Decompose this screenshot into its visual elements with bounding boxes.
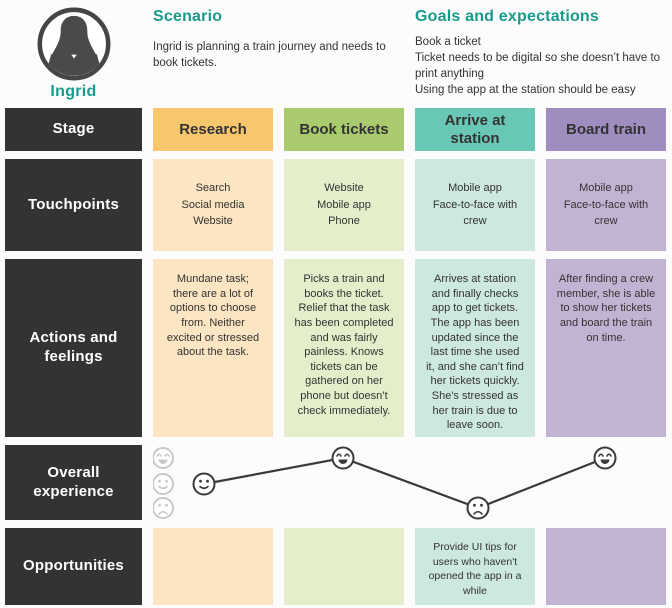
touchpoints-arrive-at-station: Mobile app Face-to-face with crew	[415, 159, 535, 251]
experience-line	[203, 456, 606, 510]
persona-header: Ingrid Scenario Ingrid is planning a tra…	[0, 0, 672, 103]
experience-chart	[153, 445, 666, 520]
persona-name: Ingrid	[50, 83, 97, 100]
goal-item: Ticket needs to be digital so she doesn’…	[415, 52, 661, 81]
experience-line-chart	[153, 446, 617, 520]
row-label-actions: Actions and feelings	[5, 259, 142, 437]
stage-header-research: Research	[153, 108, 273, 151]
happy-face-icon	[593, 446, 617, 470]
persona: Ingrid	[5, 6, 142, 101]
actions-book-tickets: Picks a train and books the ticket. Reli…	[284, 259, 404, 437]
row-label-experience: Overall experience	[5, 445, 142, 520]
row-label-touchpoints: Touchpoints	[5, 159, 142, 251]
goal-item: Using the app at the station should be e…	[415, 84, 636, 97]
opportunity-book-tickets	[284, 528, 404, 605]
stage-header-book-tickets: Book tickets	[284, 108, 404, 151]
touchpoints-board-train: Mobile app Face-to-face with crew	[546, 159, 666, 251]
goals-section: Goals and expectations Book a ticket Tic…	[415, 8, 671, 98]
scenario-heading: Scenario	[153, 8, 223, 25]
row-label-stage: Stage	[5, 108, 142, 151]
actions-research: Mundane task; there are a lot of options…	[153, 259, 273, 437]
sad-face-icon	[466, 496, 490, 520]
scenario-description: Ingrid is planning a train journey and n…	[153, 41, 386, 70]
happy-face-icon	[331, 446, 355, 470]
sad-face-icon	[153, 497, 174, 519]
opportunity-board-train	[546, 528, 666, 605]
neutral-face-icon	[192, 472, 216, 496]
opportunity-research	[153, 528, 273, 605]
neutral-face-icon	[153, 473, 174, 495]
goals-list: Book a ticket Ticket needs to be digital…	[415, 34, 671, 98]
touchpoints-research: Search Social media Website	[153, 159, 273, 251]
goal-item: Book a ticket	[415, 36, 481, 48]
scenario-section: Scenario Ingrid is planning a train jour…	[153, 8, 405, 71]
opportunity-arrive-at-station: Provide UI tips for users who haven't op…	[415, 528, 535, 605]
stage-header-board-train: Board train	[546, 108, 666, 151]
touchpoints-book-tickets: Website Mobile app Phone	[284, 159, 404, 251]
woman-silhouette-icon	[37, 7, 110, 81]
happy-face-icon	[153, 447, 174, 469]
stage-header-arrive-at-station: Arrive at station	[415, 108, 535, 151]
actions-arrive-at-station: Arrives at station and finally checks ap…	[415, 259, 535, 437]
journey-map-grid: Stage Research Book tickets Arrive at st…	[0, 108, 672, 605]
goals-heading: Goals and expectations	[415, 8, 600, 25]
row-label-opportunities: Opportunities	[5, 528, 142, 605]
actions-board-train: After finding a crew member, she is able…	[546, 259, 666, 437]
